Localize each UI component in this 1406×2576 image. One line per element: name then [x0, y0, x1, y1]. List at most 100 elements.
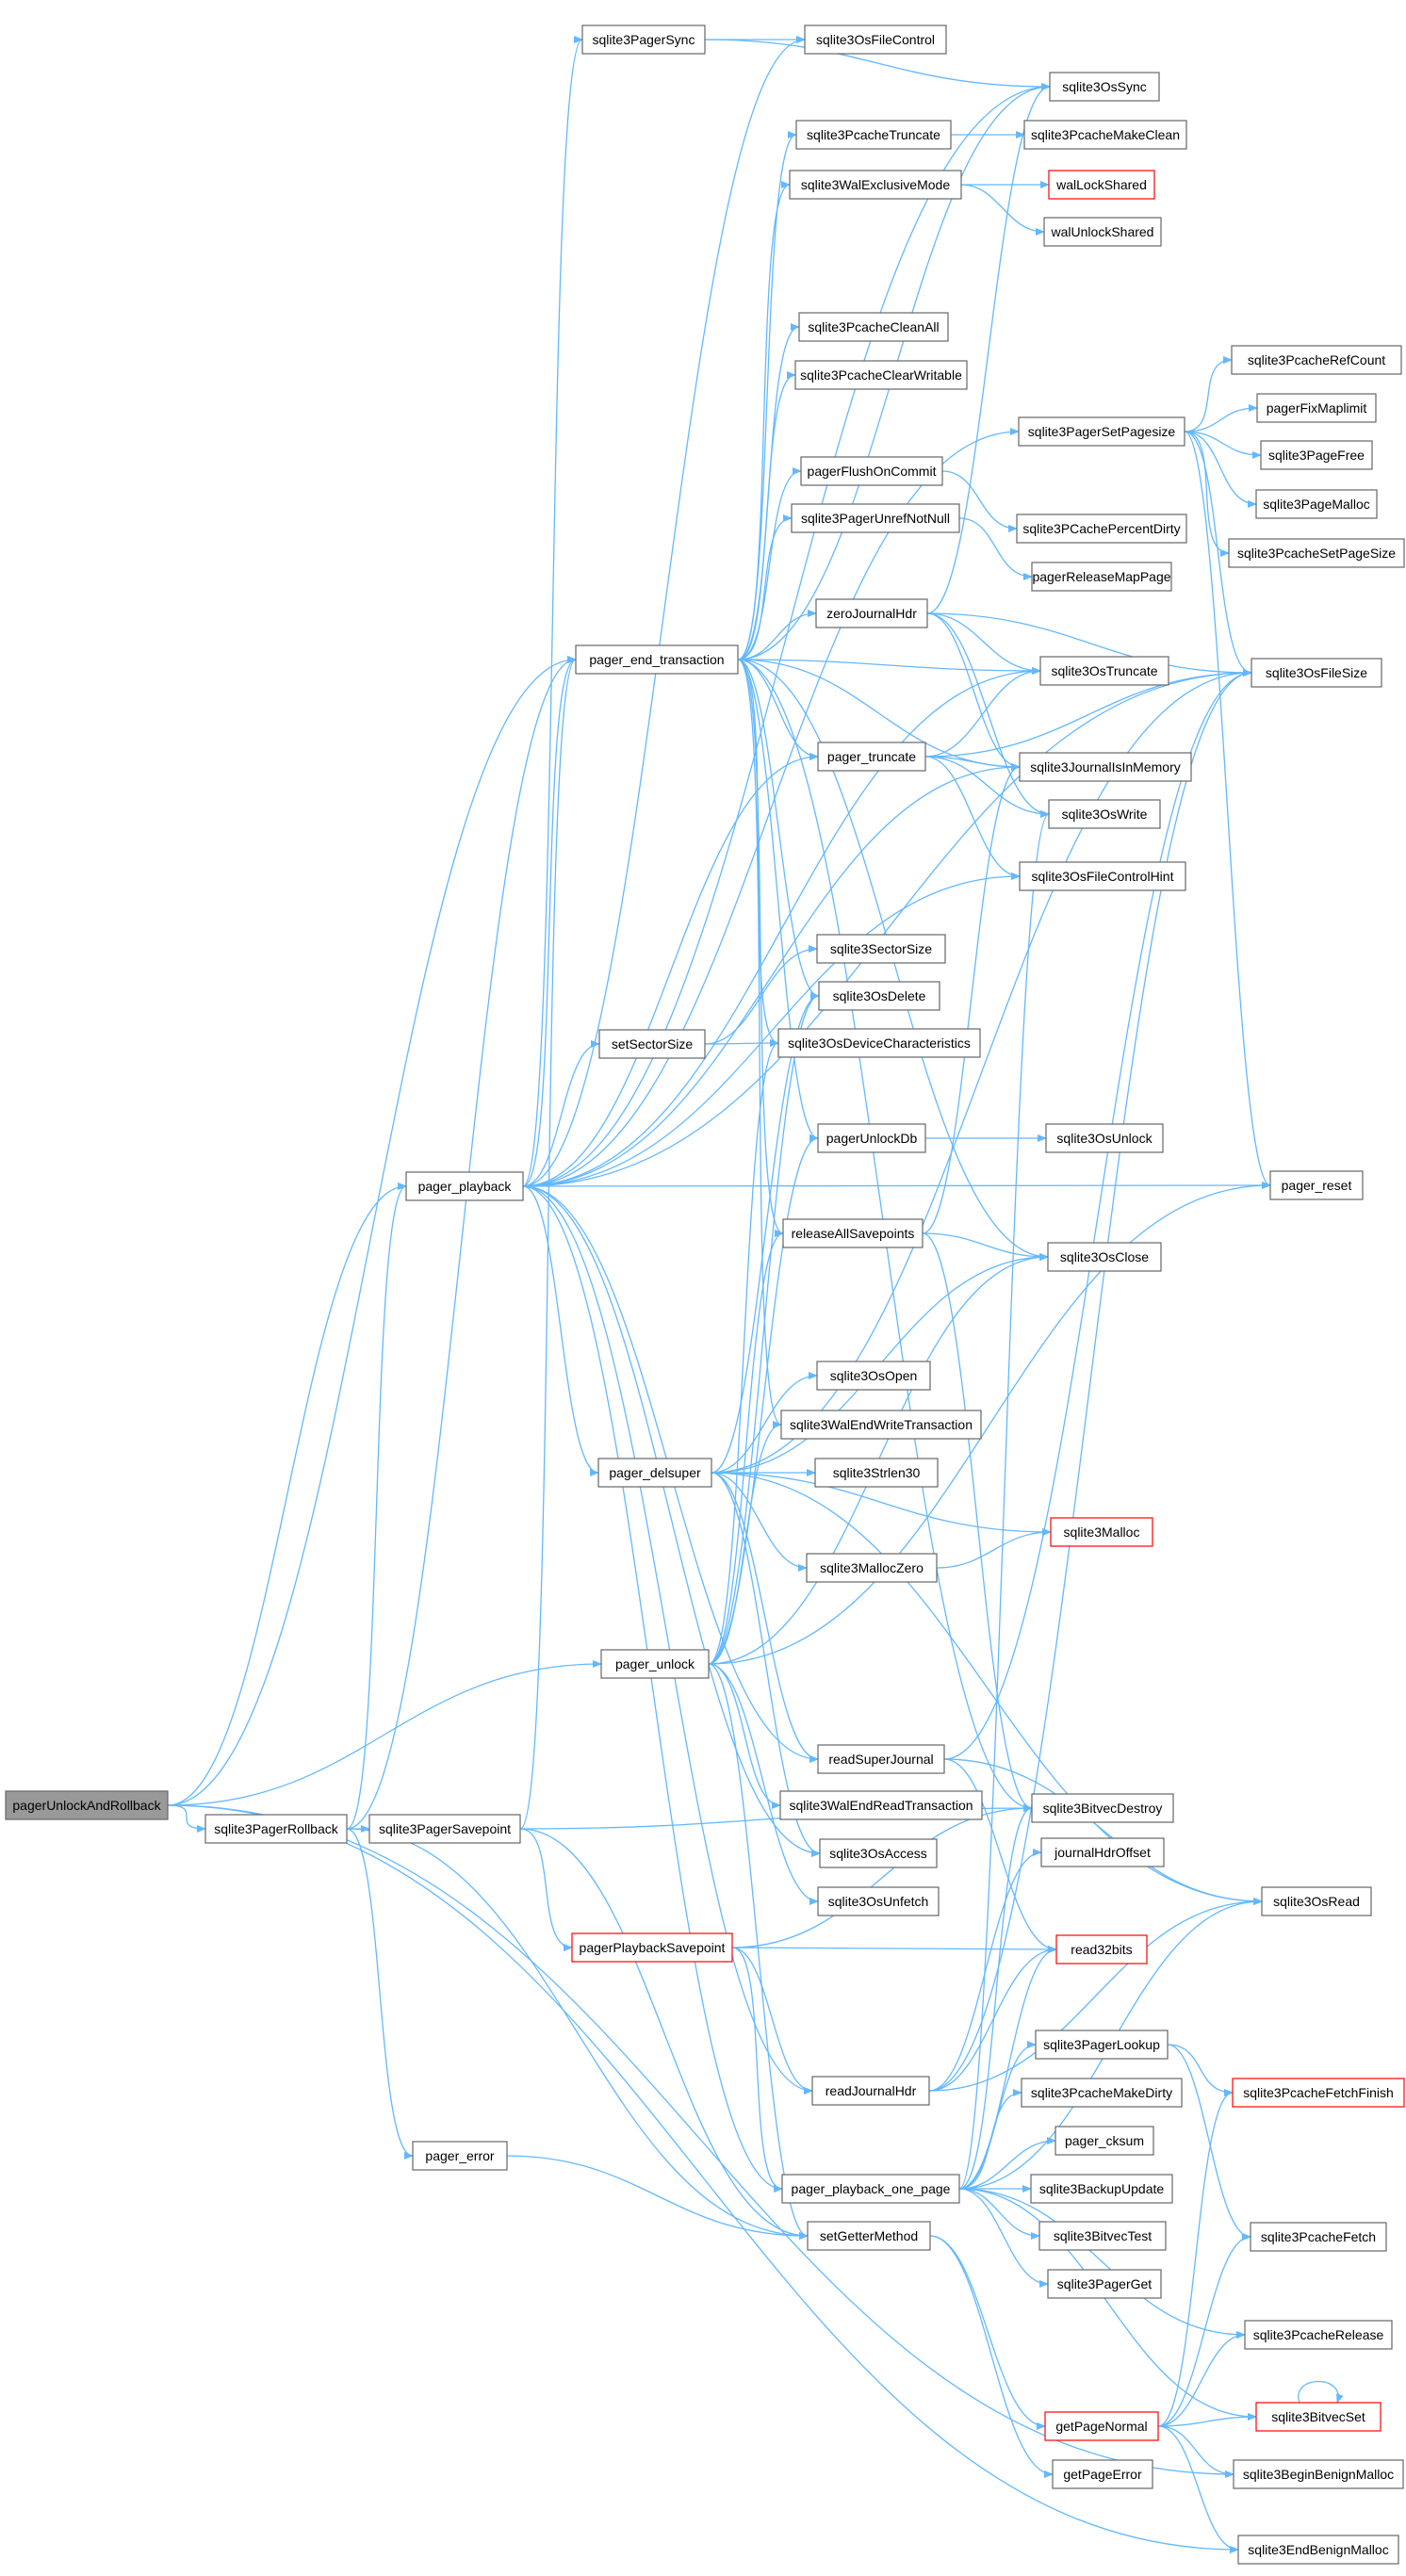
node-sqlite3-pcache-ref-count[interactable]: sqlite3PcacheRefCount — [1231, 345, 1402, 375]
node-pager-playback-one-page[interactable]: pager_playback_one_page — [781, 2174, 960, 2204]
node-sqlite3-pager-set-pagesize[interactable]: sqlite3PagerSetPagesize — [1018, 416, 1185, 447]
edge-read-journal-hdr-to-sqlite3-os-file-size — [928, 669, 1252, 2092]
node-sqlite3-sector-size[interactable]: sqlite3SectorSize — [816, 934, 946, 964]
node-sqlite3-pager-lookup[interactable]: sqlite3PagerLookup — [1035, 2030, 1169, 2060]
node-label: sqlite3SectorSize — [830, 941, 932, 956]
node-read-super-journal[interactable]: readSuperJournal — [817, 1744, 945, 1774]
node-sqlite3-pcache-truncate[interactable]: sqlite3PcacheTruncate — [795, 120, 952, 150]
node-sqlite3-os-file-size[interactable]: sqlite3OsFileSize — [1251, 658, 1382, 688]
node-sqlite3-os-file-control-hint[interactable]: sqlite3OsFileControlHint — [1019, 861, 1186, 891]
node-sqlite3-wal-end-read-transaction[interactable]: sqlite3WalEndReadTransaction — [779, 1790, 983, 1820]
edge-pager-unlock-and-rollback-to-pager-unlock — [167, 1660, 602, 1806]
node-pager-flush-on-commit[interactable]: pagerFlushOnCommit — [800, 456, 943, 486]
node-sqlite3-pager-savepoint[interactable]: sqlite3PagerSavepoint — [368, 1814, 521, 1844]
node-wal-lock-shared[interactable]: walLockShared — [1048, 170, 1155, 200]
node-sqlite3-os-write[interactable]: sqlite3OsWrite — [1048, 799, 1161, 829]
node-pager-cksum[interactable]: pager_cksum — [1054, 2126, 1154, 2156]
node-sqlite3-os-file-control[interactable]: sqlite3OsFileControl — [804, 24, 947, 55]
node-sqlite3-pcache-release[interactable]: sqlite3PcacheRelease — [1244, 2320, 1393, 2350]
node-pager-playback[interactable]: pager_playback — [405, 1171, 524, 1201]
node-sqlite3-os-delete[interactable]: sqlite3OsDelete — [818, 981, 940, 1011]
node-label: sqlite3PagerSync — [593, 32, 695, 47]
node-sqlite3-begin-benign-malloc[interactable]: sqlite3BeginBenignMalloc — [1233, 2459, 1404, 2489]
node-get-page-normal[interactable]: getPageNormal — [1044, 2411, 1159, 2441]
node-set-sector-size[interactable]: setSectorSize — [598, 1029, 706, 1059]
node-pager-reset[interactable]: pager_reset — [1269, 1170, 1364, 1200]
node-sqlite3-os-unfetch[interactable]: sqlite3OsUnfetch — [817, 1886, 940, 1916]
node-sqlite3-page-malloc[interactable]: sqlite3PageMalloc — [1255, 489, 1378, 519]
node-pager-fix-maplimit[interactable]: pagerFixMaplimit — [1256, 393, 1377, 423]
node-box — [800, 456, 943, 486]
node-box — [1018, 416, 1185, 447]
node-sqlite3-pcache-set-page-size[interactable]: sqlite3PcacheSetPageSize — [1228, 538, 1405, 568]
node-sqlite3-pcache-make-clean[interactable]: sqlite3PcacheMakeClean — [1023, 120, 1187, 150]
node-sqlite3-page-free[interactable]: sqlite3PageFree — [1260, 440, 1373, 470]
node-label: pagerUnlockAndRollback — [12, 1798, 161, 1813]
edge-get-page-normal-to-sqlite3-pcache-fetch — [1157, 2233, 1251, 2427]
node-sqlite3-os-access[interactable]: sqlite3OsAccess — [819, 1838, 938, 1868]
edge-pager-playback-savepoint-to-pager-playback-one-page — [731, 1947, 783, 2193]
node-sqlite3-os-device-characteristics[interactable]: sqlite3OsDeviceCharacteristics — [777, 1028, 981, 1058]
node-box — [1255, 489, 1378, 519]
edge-pager-playback-one-page-to-sqlite3-bitvec-set — [958, 2188, 1257, 2421]
node-journal-hdr-offset[interactable]: journalHdrOffset — [1040, 1837, 1165, 1867]
node-label: pager_playback — [418, 1179, 513, 1194]
node-sqlite3-os-truncate[interactable]: sqlite3OsTruncate — [1039, 656, 1169, 686]
node-pager-end-transaction[interactable]: pager_end_transaction — [575, 644, 739, 675]
node-pager-delsuper[interactable]: pager_delsuper — [597, 1458, 712, 1488]
node-release-all-savepoints[interactable]: releaseAllSavepoints — [782, 1218, 924, 1248]
node-label: sqlite3BeginBenignMalloc — [1243, 2467, 1394, 2482]
node-box — [817, 1886, 940, 1916]
node-sqlite3-pcache-fetch[interactable]: sqlite3PcacheFetch — [1250, 2222, 1387, 2252]
node-pager-playback-savepoint[interactable]: pagerPlaybackSavepoint — [571, 1932, 733, 1963]
node-sqlite3-bitvec-destroy[interactable]: sqlite3BitvecDestroy — [1031, 1793, 1174, 1823]
node-sqlite3-pcache-clear-writable[interactable]: sqlite3PcacheClearWritable — [794, 360, 968, 390]
node-set-getter-method[interactable]: setGetterMethod — [807, 2221, 931, 2251]
node-sqlite3-pcache-fetch-finish[interactable]: sqlite3PcacheFetchFinish — [1232, 2078, 1405, 2108]
node-sqlite3-os-unlock[interactable]: sqlite3OsUnlock — [1045, 1123, 1164, 1153]
node-sqlite3-pcache-percent-dirty[interactable]: sqlite3PCachePercentDirty — [1016, 514, 1187, 544]
edge-release-all-savepoints-to-sqlite3-bitvec-destroy — [922, 1232, 1033, 1812]
node-sqlite3-malloc-zero[interactable]: sqlite3MallocZero — [806, 1553, 938, 1583]
node-sqlite3-os-close[interactable]: sqlite3OsClose — [1047, 1242, 1162, 1272]
node-get-page-error[interactable]: getPageError — [1052, 2459, 1153, 2489]
node-wal-unlock-shared[interactable]: walUnlockShared — [1043, 217, 1162, 247]
node-sqlite3-os-sync[interactable]: sqlite3OsSync — [1049, 72, 1160, 102]
node-sqlite3-wal-end-write-transaction[interactable]: sqlite3WalEndWriteTransaction — [780, 1410, 982, 1440]
node-box — [807, 2221, 931, 2251]
node-sqlite3-backup-update[interactable]: sqlite3BackupUpdate — [1030, 2174, 1173, 2204]
node-zero-journal-hdr[interactable]: zeroJournalHdr — [815, 598, 928, 628]
node-sqlite3-wal-exclusive-mode[interactable]: sqlite3WalExclusiveMode — [789, 170, 962, 200]
node-box — [1023, 120, 1187, 150]
node-pager-truncate[interactable]: pager_truncate — [817, 742, 926, 772]
node-sqlite3-os-read[interactable]: sqlite3OsRead — [1261, 1886, 1372, 1916]
node-read-journal-hdr[interactable]: readJournalHdr — [811, 2076, 930, 2106]
node-pager-release-map-page[interactable]: pagerReleaseMapPage — [1031, 562, 1172, 592]
node-sqlite3-bitvec-set[interactable]: sqlite3BitvecSet — [1255, 2402, 1381, 2432]
edge-pager-playback-to-pager-delsuper — [522, 1185, 599, 1476]
node-box — [1233, 2459, 1404, 2489]
node-sqlite3-pcache-clean-all[interactable]: sqlite3PcacheCleanAll — [798, 312, 949, 342]
node-sqlite3-pcache-make-dirty[interactable]: sqlite3PcacheMakeDirty — [1021, 2078, 1183, 2108]
node-pager-unlock-and-rollback[interactable]: pagerUnlockAndRollback — [5, 1790, 169, 1820]
node-sqlite3-pager-get[interactable]: sqlite3PagerGet — [1047, 2269, 1162, 2299]
node-sqlite3-pager-sync[interactable]: sqlite3PagerSync — [581, 24, 706, 55]
node-pager-error[interactable]: pager_error — [412, 2141, 508, 2171]
node-sqlite3-pager-rollback[interactable]: sqlite3PagerRollback — [204, 1814, 348, 1844]
node-pager-unlock[interactable]: pager_unlock — [600, 1649, 710, 1679]
node-sqlite3-bitvec-test[interactable]: sqlite3BitvecTest — [1038, 2221, 1167, 2251]
node-read32bits[interactable]: read32bits — [1055, 1934, 1148, 1965]
node-sqlite3-malloc[interactable]: sqlite3Malloc — [1050, 1517, 1153, 1547]
edge-pager-truncate-to-sqlite3-os-file-control-hint — [924, 756, 1021, 880]
node-sqlite3-end-benign-malloc[interactable]: sqlite3EndBenignMalloc — [1237, 2535, 1399, 2565]
edge-pager-unlock-to-sqlite3-os-unfetch — [708, 1663, 819, 1905]
node-label: sqlite3OsFileControl — [816, 32, 935, 47]
node-sqlite3-journal-is-in-memory[interactable]: sqlite3JournalIsInMemory — [1019, 752, 1192, 782]
node-sqlite3-strlen30[interactable]: sqlite3Strlen30 — [814, 1458, 939, 1488]
node-sqlite3-os-open[interactable]: sqlite3OsOpen — [816, 1361, 931, 1391]
edge-sqlite3-pager-sync-to-sqlite3-os-sync — [704, 39, 1051, 90]
node-label: setGetterMethod — [820, 2228, 918, 2243]
edge-pager-unlock-and-rollback-to-sqlite3-pager-rollback — [167, 1804, 206, 1833]
node-sqlite3-pager-unref-not-null[interactable]: sqlite3PagerUnrefNotNull — [791, 503, 960, 533]
node-pager-unlock-db[interactable]: pagerUnlockDb — [817, 1123, 926, 1153]
